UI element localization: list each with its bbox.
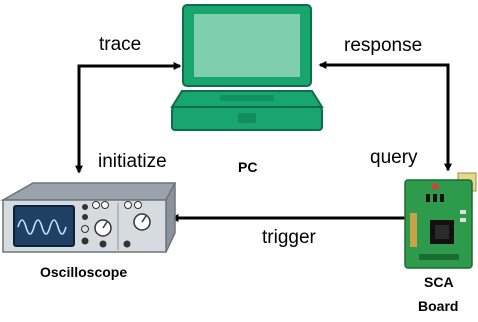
laptop-icon: [170, 4, 324, 131]
edge-label-initiatize: initiatize: [98, 151, 167, 172]
edge-label-response: response: [344, 35, 423, 56]
node-label-sca: SCA: [424, 274, 454, 290]
trace-initiatize-arrow: [75, 62, 182, 174]
node-label-board: Board: [418, 298, 459, 314]
circuit-board-icon: [404, 172, 477, 269]
edge-label-trace: trace: [99, 34, 142, 55]
oscilloscope-icon: [0, 182, 177, 253]
node-label-oscilloscope: Oscilloscope: [40, 264, 128, 280]
response-query-arrow: [318, 61, 452, 172]
edge-label-query: query: [370, 147, 418, 168]
edge-label-trigger: trigger: [262, 227, 316, 248]
node-label-pc: PC: [238, 159, 258, 175]
